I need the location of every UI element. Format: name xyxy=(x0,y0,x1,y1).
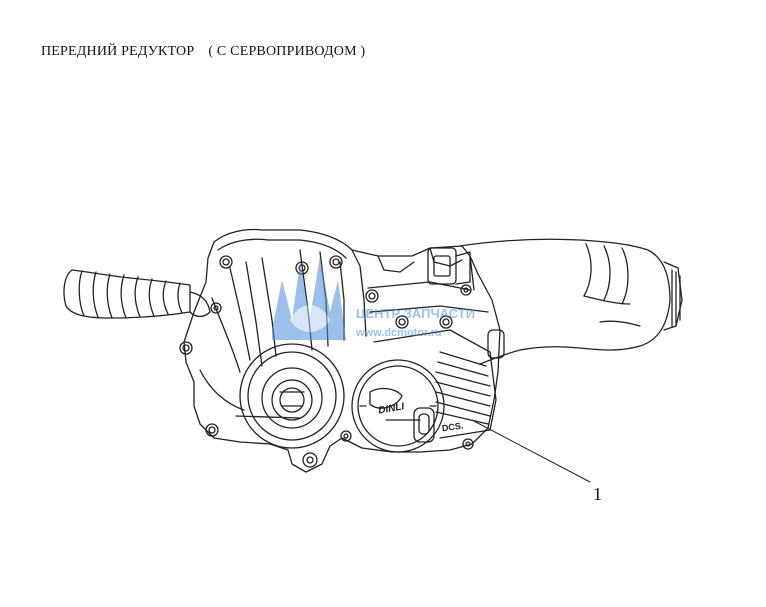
ribbed-box xyxy=(373,329,505,443)
bolts xyxy=(179,255,474,468)
left-boot xyxy=(63,269,211,319)
top-connector xyxy=(427,247,471,285)
right-boot xyxy=(459,238,683,365)
dcs-label-text: DCS. xyxy=(441,420,464,433)
watermark-line1: ЦЕНТР ЗАПЧАСТИ xyxy=(356,306,475,321)
watermark: ЦЕНТР ЗАПЧАСТИ www.dcmotor.ru xyxy=(272,256,475,340)
callout-leader-line xyxy=(471,419,591,483)
watermark-line2: www.dcmotor.ru xyxy=(355,327,442,339)
page-title: ПЕРЕДНИЙ РЕДУКТОР ( С СЕРВОПРИВОДОМ ) xyxy=(41,44,365,60)
title-main: ПЕРЕДНИЙ РЕДУКТОР xyxy=(41,44,195,59)
output-flange xyxy=(239,343,345,449)
title-sub: ( С СЕРВОПРИВОДОМ ) xyxy=(208,44,366,59)
callout-number-1: 1 xyxy=(593,484,602,504)
cover-logo-text: DINLI xyxy=(377,401,405,416)
